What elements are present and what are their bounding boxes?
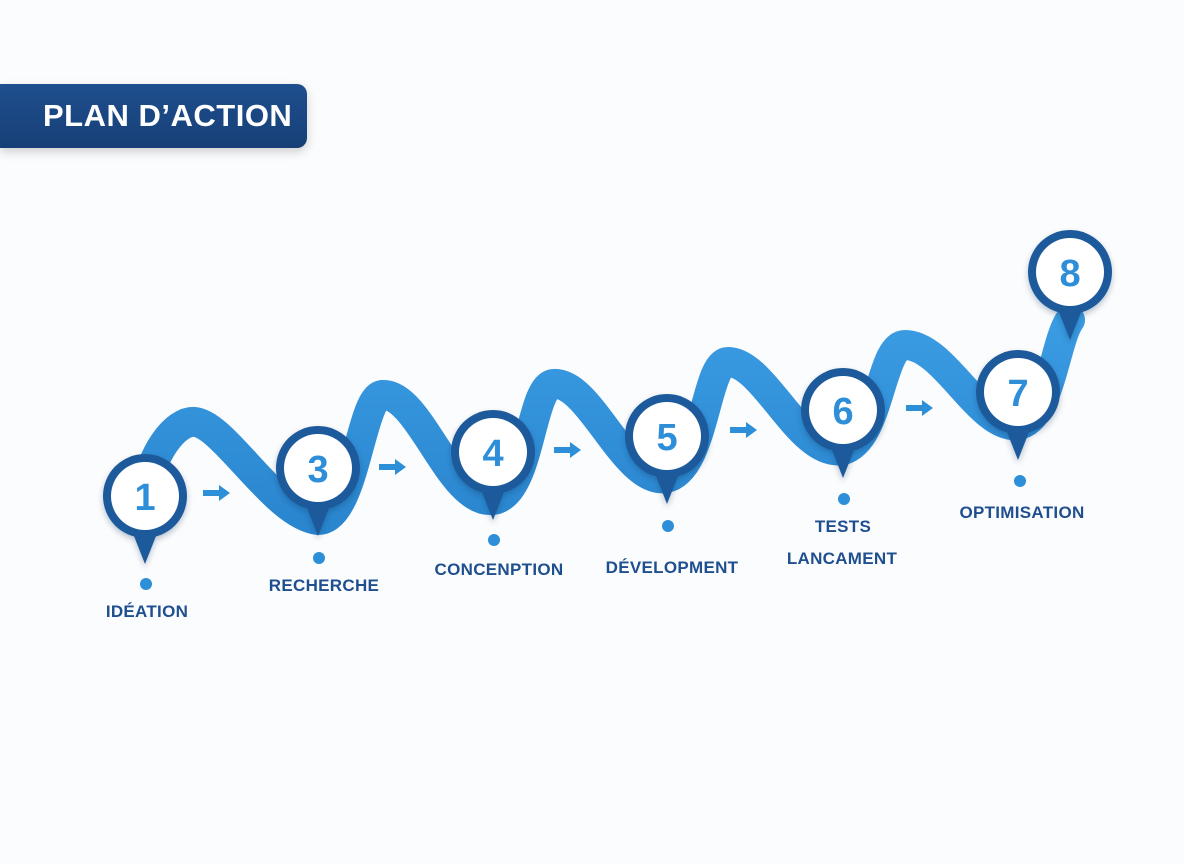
step-pin: 7 [976, 350, 1060, 460]
step-pin: 4 [451, 410, 535, 520]
arrow-4-5 [554, 442, 581, 458]
step-label: RECHERCHE [269, 576, 379, 595]
right-arrow-icon [906, 400, 933, 416]
step-number: 1 [134, 477, 155, 519]
step-pin: 8 [1028, 230, 1112, 340]
step-dot [1014, 475, 1026, 487]
step-label-line2: LANCAMENT [787, 549, 898, 568]
step-7: 7 OPTIMISATION [959, 350, 1084, 522]
step-dot [838, 493, 850, 505]
step-number: 7 [1007, 373, 1028, 415]
title-banner: PLAN D’ACTION [0, 84, 307, 148]
right-arrow-icon [379, 459, 406, 475]
step-dot [140, 578, 152, 590]
step-4: 4 CONCENPTION [435, 410, 564, 579]
step-number: 4 [482, 433, 503, 475]
step-1: 1 IDÉATION [103, 454, 188, 621]
step-dot [488, 534, 500, 546]
step-number: 5 [656, 417, 677, 459]
arrow-5-6 [730, 422, 757, 438]
step-label: IDÉATION [106, 602, 188, 621]
step-number: 3 [307, 449, 328, 491]
step-pin: 1 [103, 454, 187, 564]
step-number: 6 [832, 391, 853, 433]
step-6: 6 TESTS LANCAMENT [787, 368, 898, 568]
page-title: PLAN D’ACTION [43, 98, 293, 133]
step-label-line1: TESTS [815, 517, 871, 536]
step-dot [662, 520, 674, 532]
arrow-1-3 [203, 485, 230, 501]
step-pin: 6 [801, 368, 885, 478]
right-arrow-icon [203, 485, 230, 501]
step-dot [313, 552, 325, 564]
step-3: 3 RECHERCHE [269, 426, 379, 595]
right-arrow-icon [554, 442, 581, 458]
step-pin: 5 [625, 394, 709, 504]
step-label: CONCENPTION [435, 560, 564, 579]
step-8: 8 [1028, 230, 1112, 340]
step-pin: 3 [276, 426, 360, 536]
step-5: 5 DÉVELOPMENT [606, 394, 739, 577]
arrow-3-4 [379, 459, 406, 475]
arrow-6-7 [906, 400, 933, 416]
step-label: OPTIMISATION [959, 503, 1084, 522]
step-number: 8 [1059, 253, 1080, 295]
right-arrow-icon [730, 422, 757, 438]
step-label: DÉVELOPMENT [606, 558, 739, 577]
